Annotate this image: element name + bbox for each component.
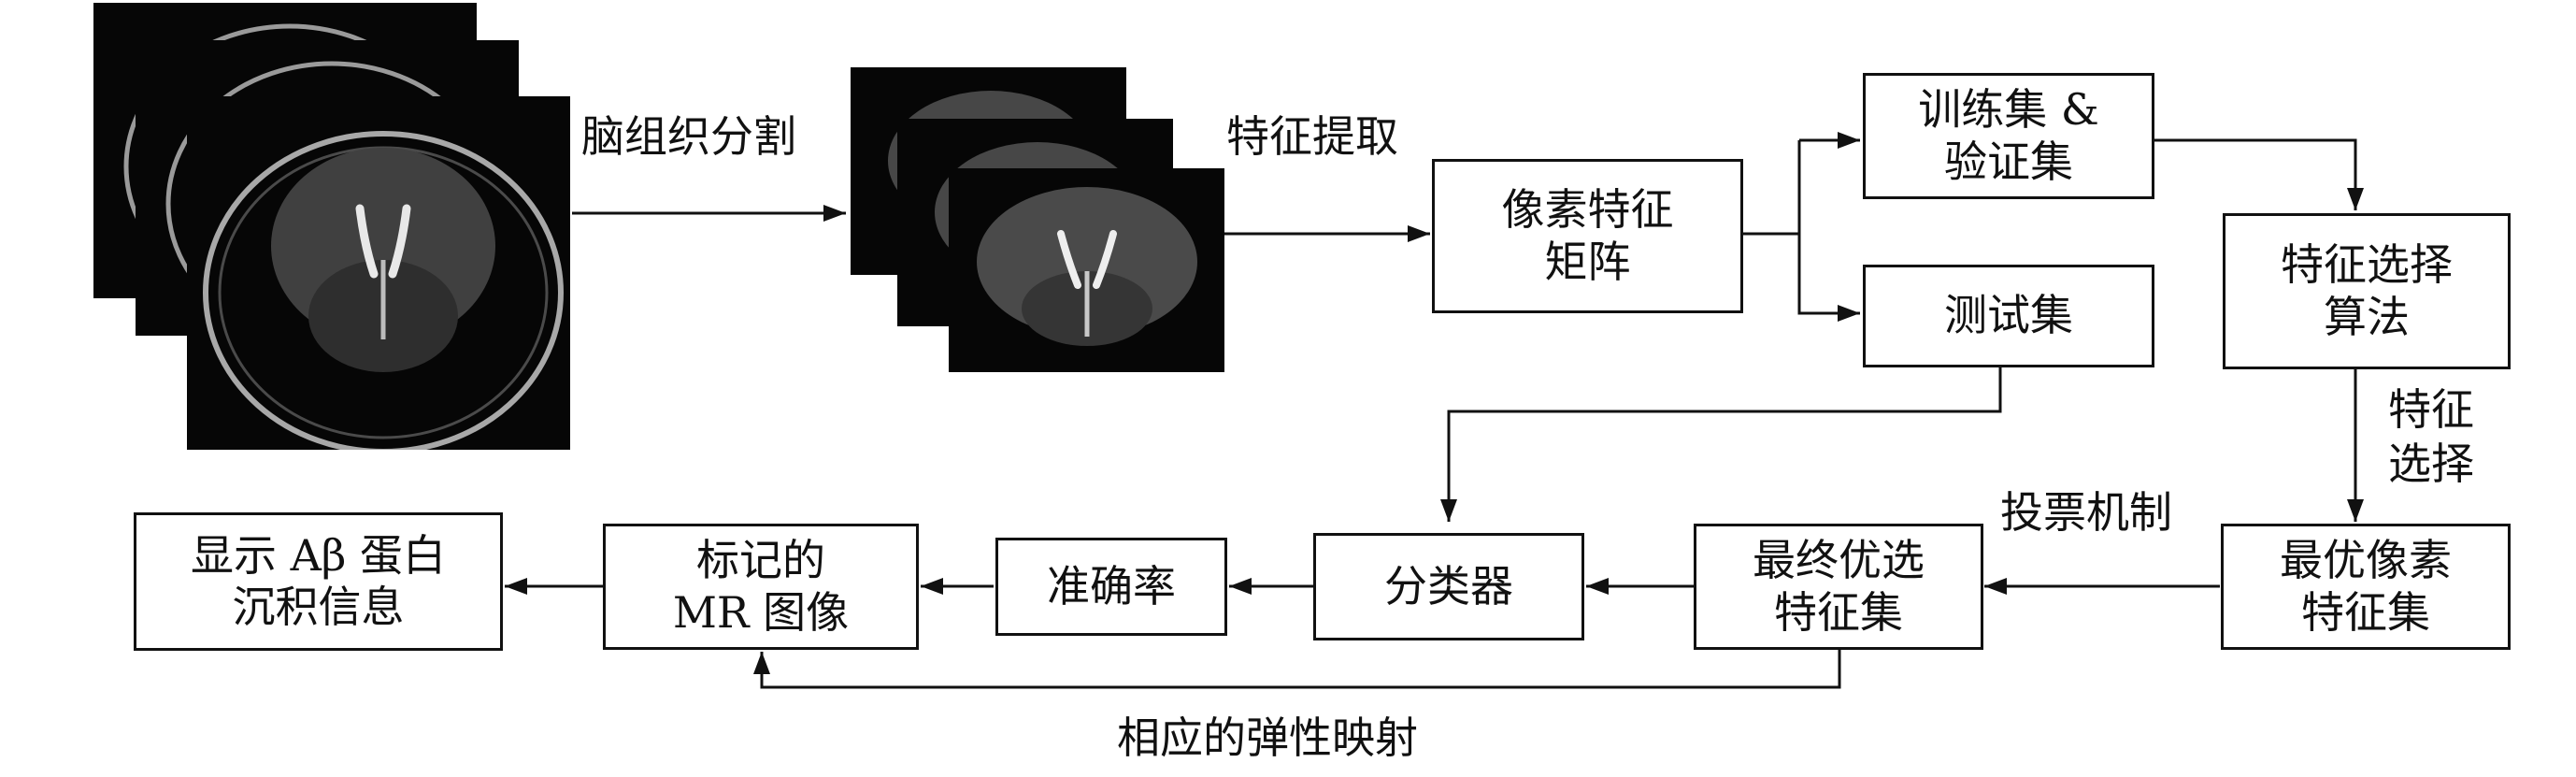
feature-selection-label-line1: 特征 [2388,384,2474,435]
display-abeta-line2: 沉积信息 [232,582,405,632]
accuracy-box: 准确率 [995,538,1227,636]
labeled-mr-line1: 标记的 [696,535,825,586]
arrow-to-test [1797,234,1860,322]
test-set-box: 测试集 [1863,265,2154,367]
feature-selection-label-line2: 选择 [2388,438,2474,489]
train-validation-set-box: 训练集 & 验证集 [1863,73,2154,199]
final-optimal-feature-set-box: 最终优选 特征集 [1694,524,1983,650]
pixel-feature-matrix-line2: 矩阵 [1544,236,1631,287]
best-pixel-feature-line2: 特征集 [2301,586,2430,638]
best-pixel-feature-line1: 最优像素 [2280,535,2452,586]
voting-mechanism-label: 投票机制 [2000,487,2172,538]
raw-mri-slice [187,96,570,450]
arrow-train-to-algorithm [2154,138,2364,210]
feature-extraction-label: 特征提取 [1226,111,1398,162]
feature-selection-algorithm-box: 特征选择 算法 [2223,213,2511,369]
final-feature-line1: 最终优选 [1753,535,1925,586]
feature-selection-label: 特征 选择 [2388,383,2474,491]
arrow-test-to-classifier [1440,367,2002,522]
train-validation-line1: 训练集 & [1918,84,2099,136]
final-feature-line2: 特征集 [1774,586,1903,638]
labeled-mr-image-box: 标记的 MR 图像 [603,524,919,650]
classifier-box: 分类器 [1313,533,1584,640]
train-validation-line2: 验证集 [1944,136,2073,187]
pixel-feature-matrix-box: 像素特征 矩阵 [1432,159,1743,313]
classifier-label: 分类器 [1384,560,1513,612]
elastic-mapping-label: 相应的弹性映射 [1117,712,1418,763]
best-pixel-feature-set-box: 最优像素 特征集 [2221,524,2511,650]
display-abeta-deposition-box: 显示 Aβ 蛋白 沉积信息 [134,512,503,651]
feature-selection-algorithm-line1: 特征选择 [2281,239,2453,291]
display-abeta-line1: 显示 Aβ 蛋白 [190,529,447,581]
labeled-mr-line2: MR 图像 [672,586,850,638]
brain-segmentation-label: 脑组织分割 [581,111,796,162]
test-set-label: 测试集 [1944,290,2073,341]
line-matrix-split [1743,140,1801,236]
accuracy-label: 准确率 [1047,560,1176,612]
segmented-brain-slice [949,168,1224,372]
pixel-feature-matrix-line1: 像素特征 [1501,184,1674,236]
feature-selection-algorithm-line2: 算法 [2324,291,2410,342]
arrow-elastic-mapping [753,650,1841,689]
